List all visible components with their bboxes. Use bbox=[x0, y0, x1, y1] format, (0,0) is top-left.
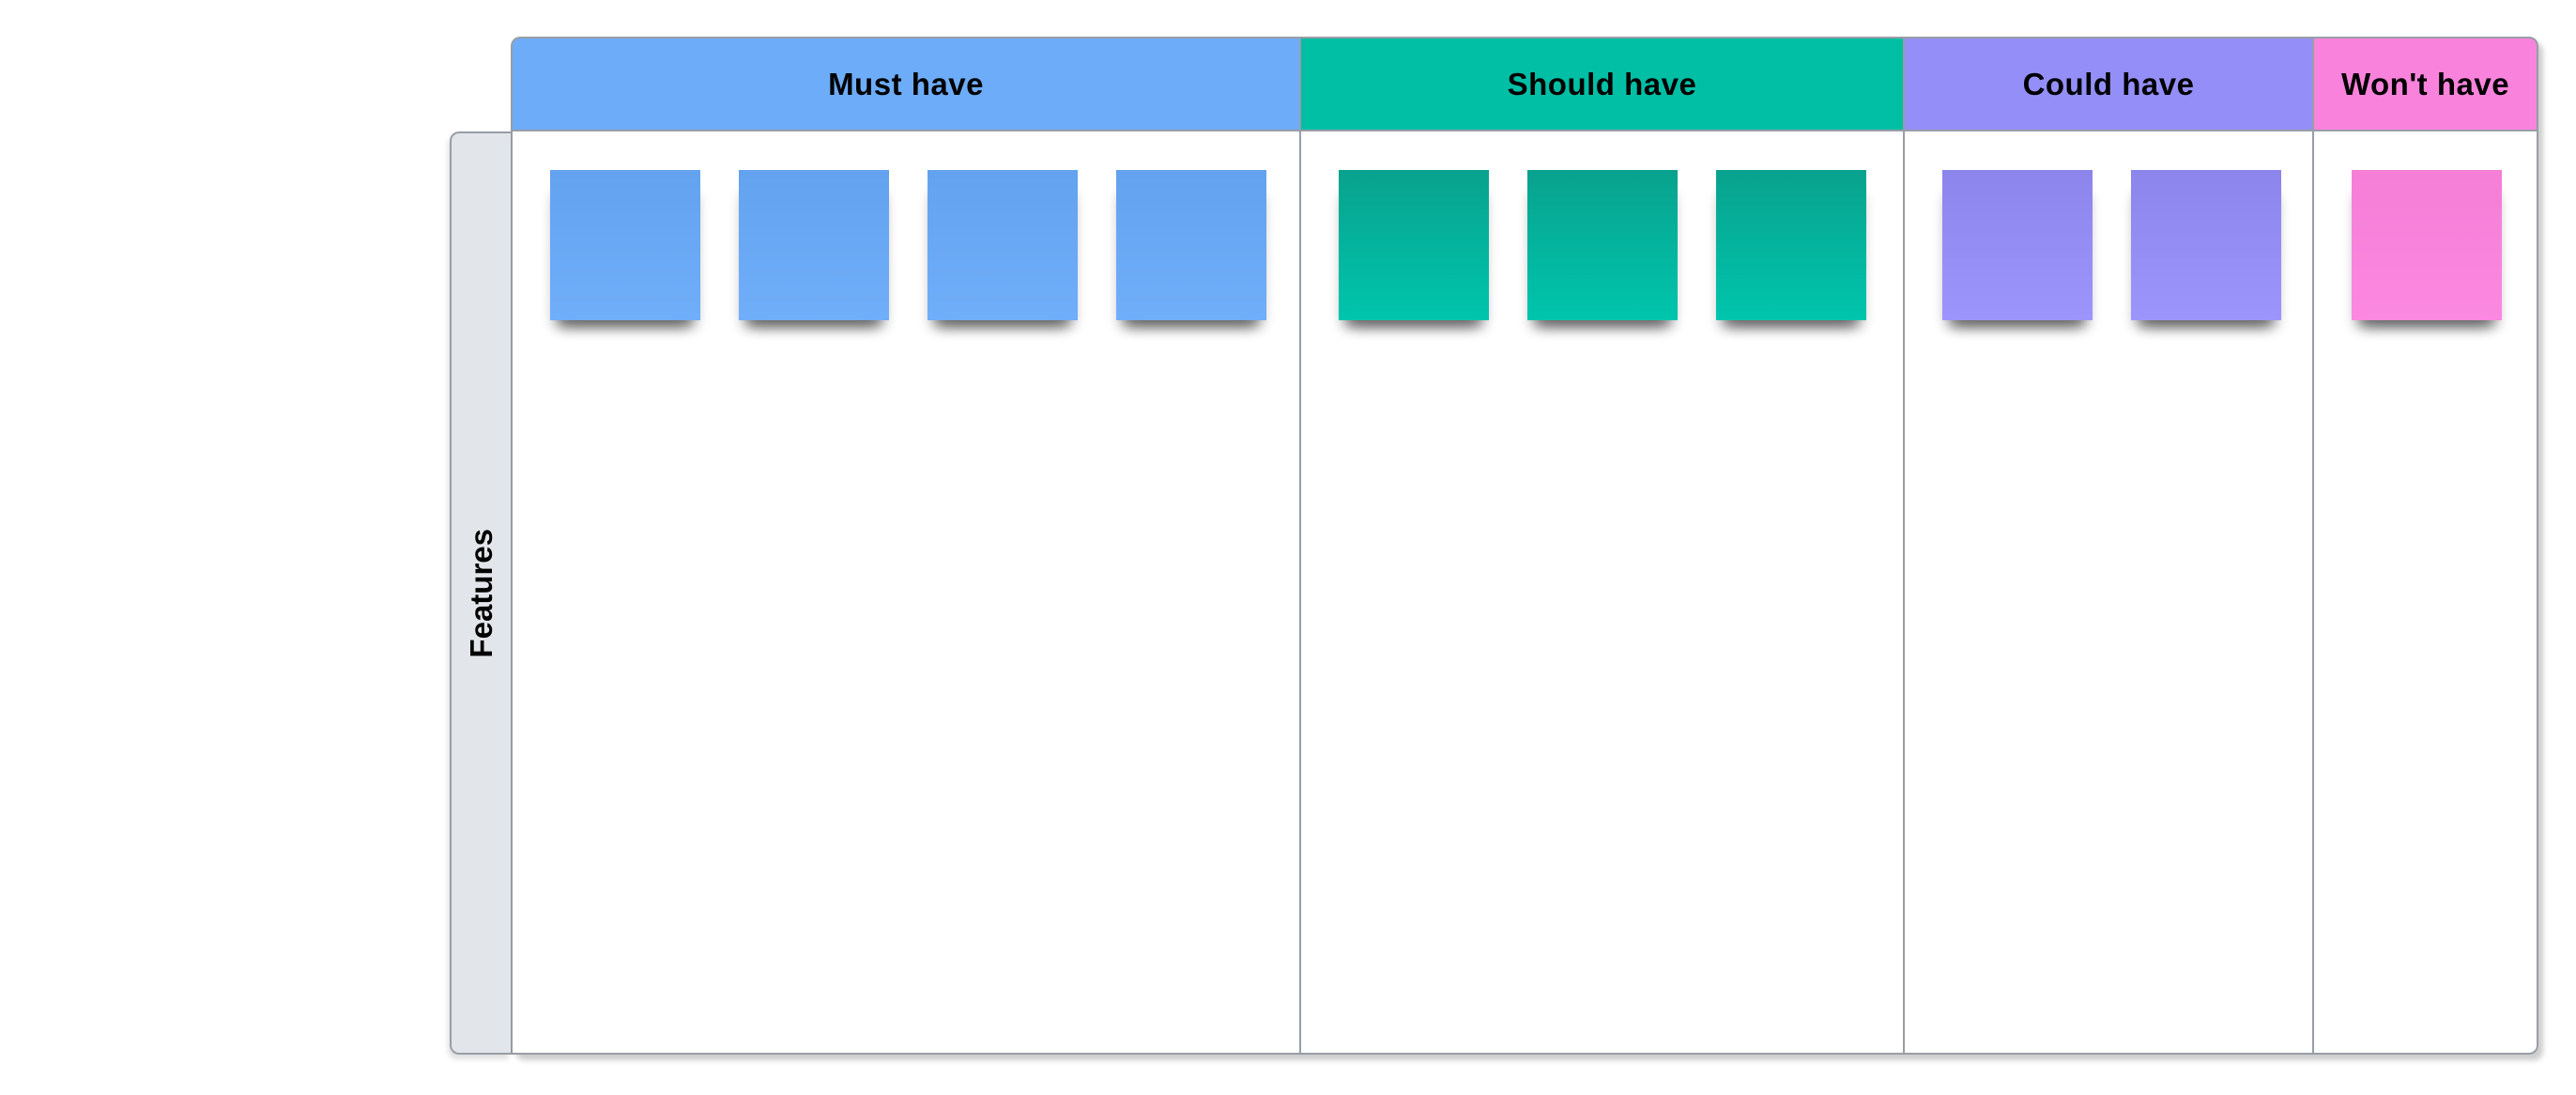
moscow-board: Must have Should have Could have Won't h… bbox=[511, 37, 2538, 1055]
column-header-label: Won't have bbox=[2340, 66, 2510, 101]
column-header-label: Should have bbox=[1507, 66, 1697, 101]
lane-should-have[interactable] bbox=[1299, 131, 1903, 1055]
column-header-must-have[interactable]: Must have bbox=[511, 37, 1299, 131]
sticky-note-must-have-4[interactable] bbox=[1116, 170, 1266, 320]
row-header-features[interactable]: Features bbox=[450, 131, 511, 1055]
sticky-note-must-have-2[interactable] bbox=[739, 170, 889, 320]
sticky-note-should-have-3[interactable] bbox=[1716, 170, 1866, 320]
lane-must-have[interactable] bbox=[511, 131, 1299, 1055]
column-header-should-have[interactable]: Should have bbox=[1299, 37, 1903, 131]
sticky-note-wont-have-1[interactable] bbox=[2352, 170, 2502, 320]
lane-wont-have[interactable] bbox=[2312, 131, 2538, 1055]
column-header-wont-have[interactable]: Won't have bbox=[2312, 37, 2538, 131]
sticky-note-could-have-2[interactable] bbox=[2131, 170, 2281, 320]
column-header-label: Must have bbox=[828, 66, 984, 101]
sticky-note-must-have-3[interactable] bbox=[928, 170, 1078, 320]
column-header-could-have[interactable]: Could have bbox=[1903, 37, 2312, 131]
column-header-label: Could have bbox=[2022, 66, 2195, 101]
sticky-note-should-have-2[interactable] bbox=[1527, 170, 1678, 320]
lane-could-have[interactable] bbox=[1903, 131, 2312, 1055]
row-header-label: Features bbox=[463, 528, 498, 658]
sticky-note-could-have-1[interactable] bbox=[1942, 170, 2093, 320]
sticky-note-should-have-1[interactable] bbox=[1339, 170, 1489, 320]
sticky-note-must-have-1[interactable] bbox=[550, 170, 700, 320]
